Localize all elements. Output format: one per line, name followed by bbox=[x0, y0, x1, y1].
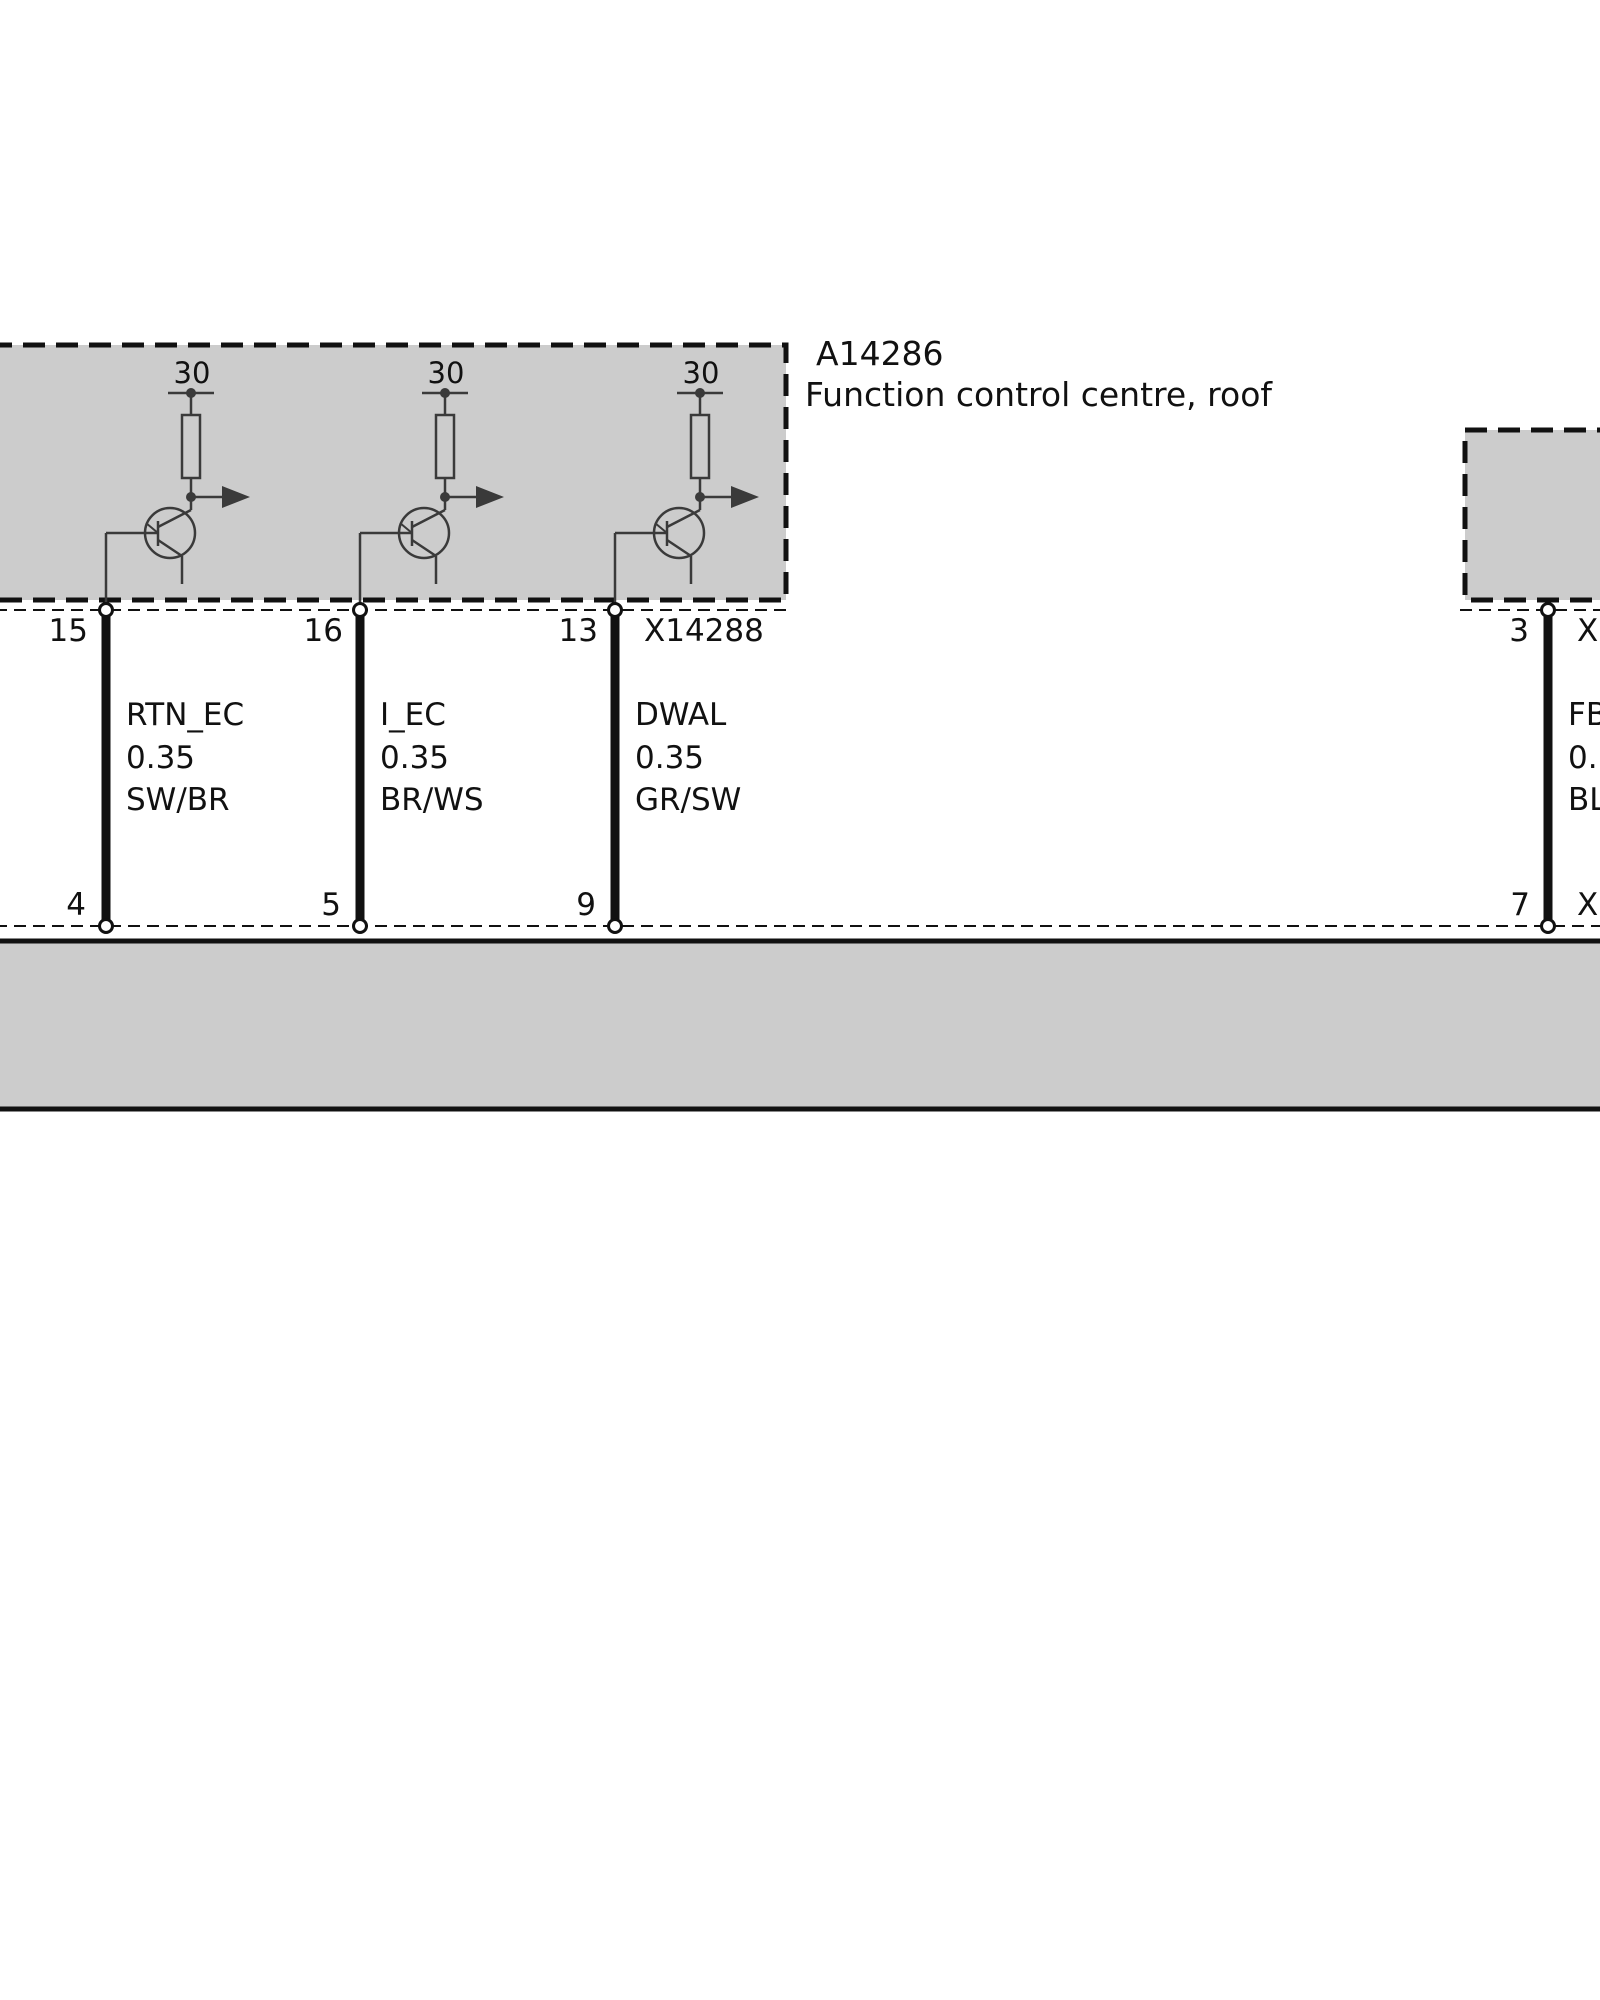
wire-fb-bottom-terminal bbox=[1540, 918, 1556, 934]
wire-rtn-ec-lower-pin: 4 bbox=[66, 887, 86, 923]
wire-rtn-ec-upper-pin: 15 bbox=[49, 613, 88, 649]
wire-dwal-bottom-terminal bbox=[607, 918, 623, 934]
upper-right-connector-id: X bbox=[1577, 613, 1598, 649]
wire-fb-signal: FB bbox=[1568, 697, 1600, 733]
transistor-stage-3 bbox=[613, 388, 759, 604]
lower-right-connector-id: X bbox=[1577, 887, 1598, 923]
wire-dwal-signal: DWAL bbox=[635, 697, 727, 733]
component-name: Function control centre, roof bbox=[805, 375, 1273, 414]
wire-fb-size: 0. bbox=[1568, 740, 1598, 776]
transistor-stage-1 bbox=[104, 388, 250, 604]
wire-fb-color: BL bbox=[1568, 782, 1600, 818]
wire-i-ec-signal: I_EC bbox=[380, 697, 446, 733]
supply-label-1: 30 bbox=[174, 356, 211, 390]
wire-i-ec-color: BR/WS bbox=[380, 782, 484, 818]
function-control-centre-box bbox=[0, 342, 789, 603]
component-id: A14286 bbox=[816, 334, 944, 373]
wire-rtn-ec-bottom-terminal bbox=[98, 918, 114, 934]
wire-i-ec-lower-pin: 5 bbox=[321, 887, 341, 923]
wire-fb-upper-pin: 3 bbox=[1509, 613, 1529, 649]
wire-i-ec-top-terminal bbox=[352, 602, 368, 618]
wire-i-ec-size: 0.35 bbox=[380, 740, 449, 776]
wire-dwal-lower-pin: 9 bbox=[576, 887, 596, 923]
right-module-box bbox=[1462, 427, 1600, 603]
transistor-stage-2 bbox=[358, 388, 504, 604]
wire-fb-lower-pin: 7 bbox=[1510, 887, 1530, 923]
wire-dwal-upper-pin: 13 bbox=[559, 613, 598, 649]
wire-rtn-ec-color: SW/BR bbox=[126, 782, 230, 818]
upper-connector-id: X14288 bbox=[644, 613, 764, 649]
wire-dwal-size: 0.35 bbox=[635, 740, 704, 776]
wire-dwal-color: GR/SW bbox=[635, 782, 741, 818]
wire-rtn-ec-top-terminal bbox=[98, 602, 114, 618]
bottom-module-box bbox=[0, 938, 1600, 1112]
wire-i-ec-upper-pin: 16 bbox=[304, 613, 343, 649]
wire-rtn-ec-size: 0.35 bbox=[126, 740, 195, 776]
wire-dwal-top-terminal bbox=[607, 602, 623, 618]
supply-label-3: 30 bbox=[683, 356, 720, 390]
wire-i-ec-bottom-terminal bbox=[352, 918, 368, 934]
wire-rtn-ec-signal: RTN_EC bbox=[126, 697, 244, 733]
supply-label-2: 30 bbox=[428, 356, 465, 390]
wire-fb-top-terminal bbox=[1540, 602, 1556, 618]
